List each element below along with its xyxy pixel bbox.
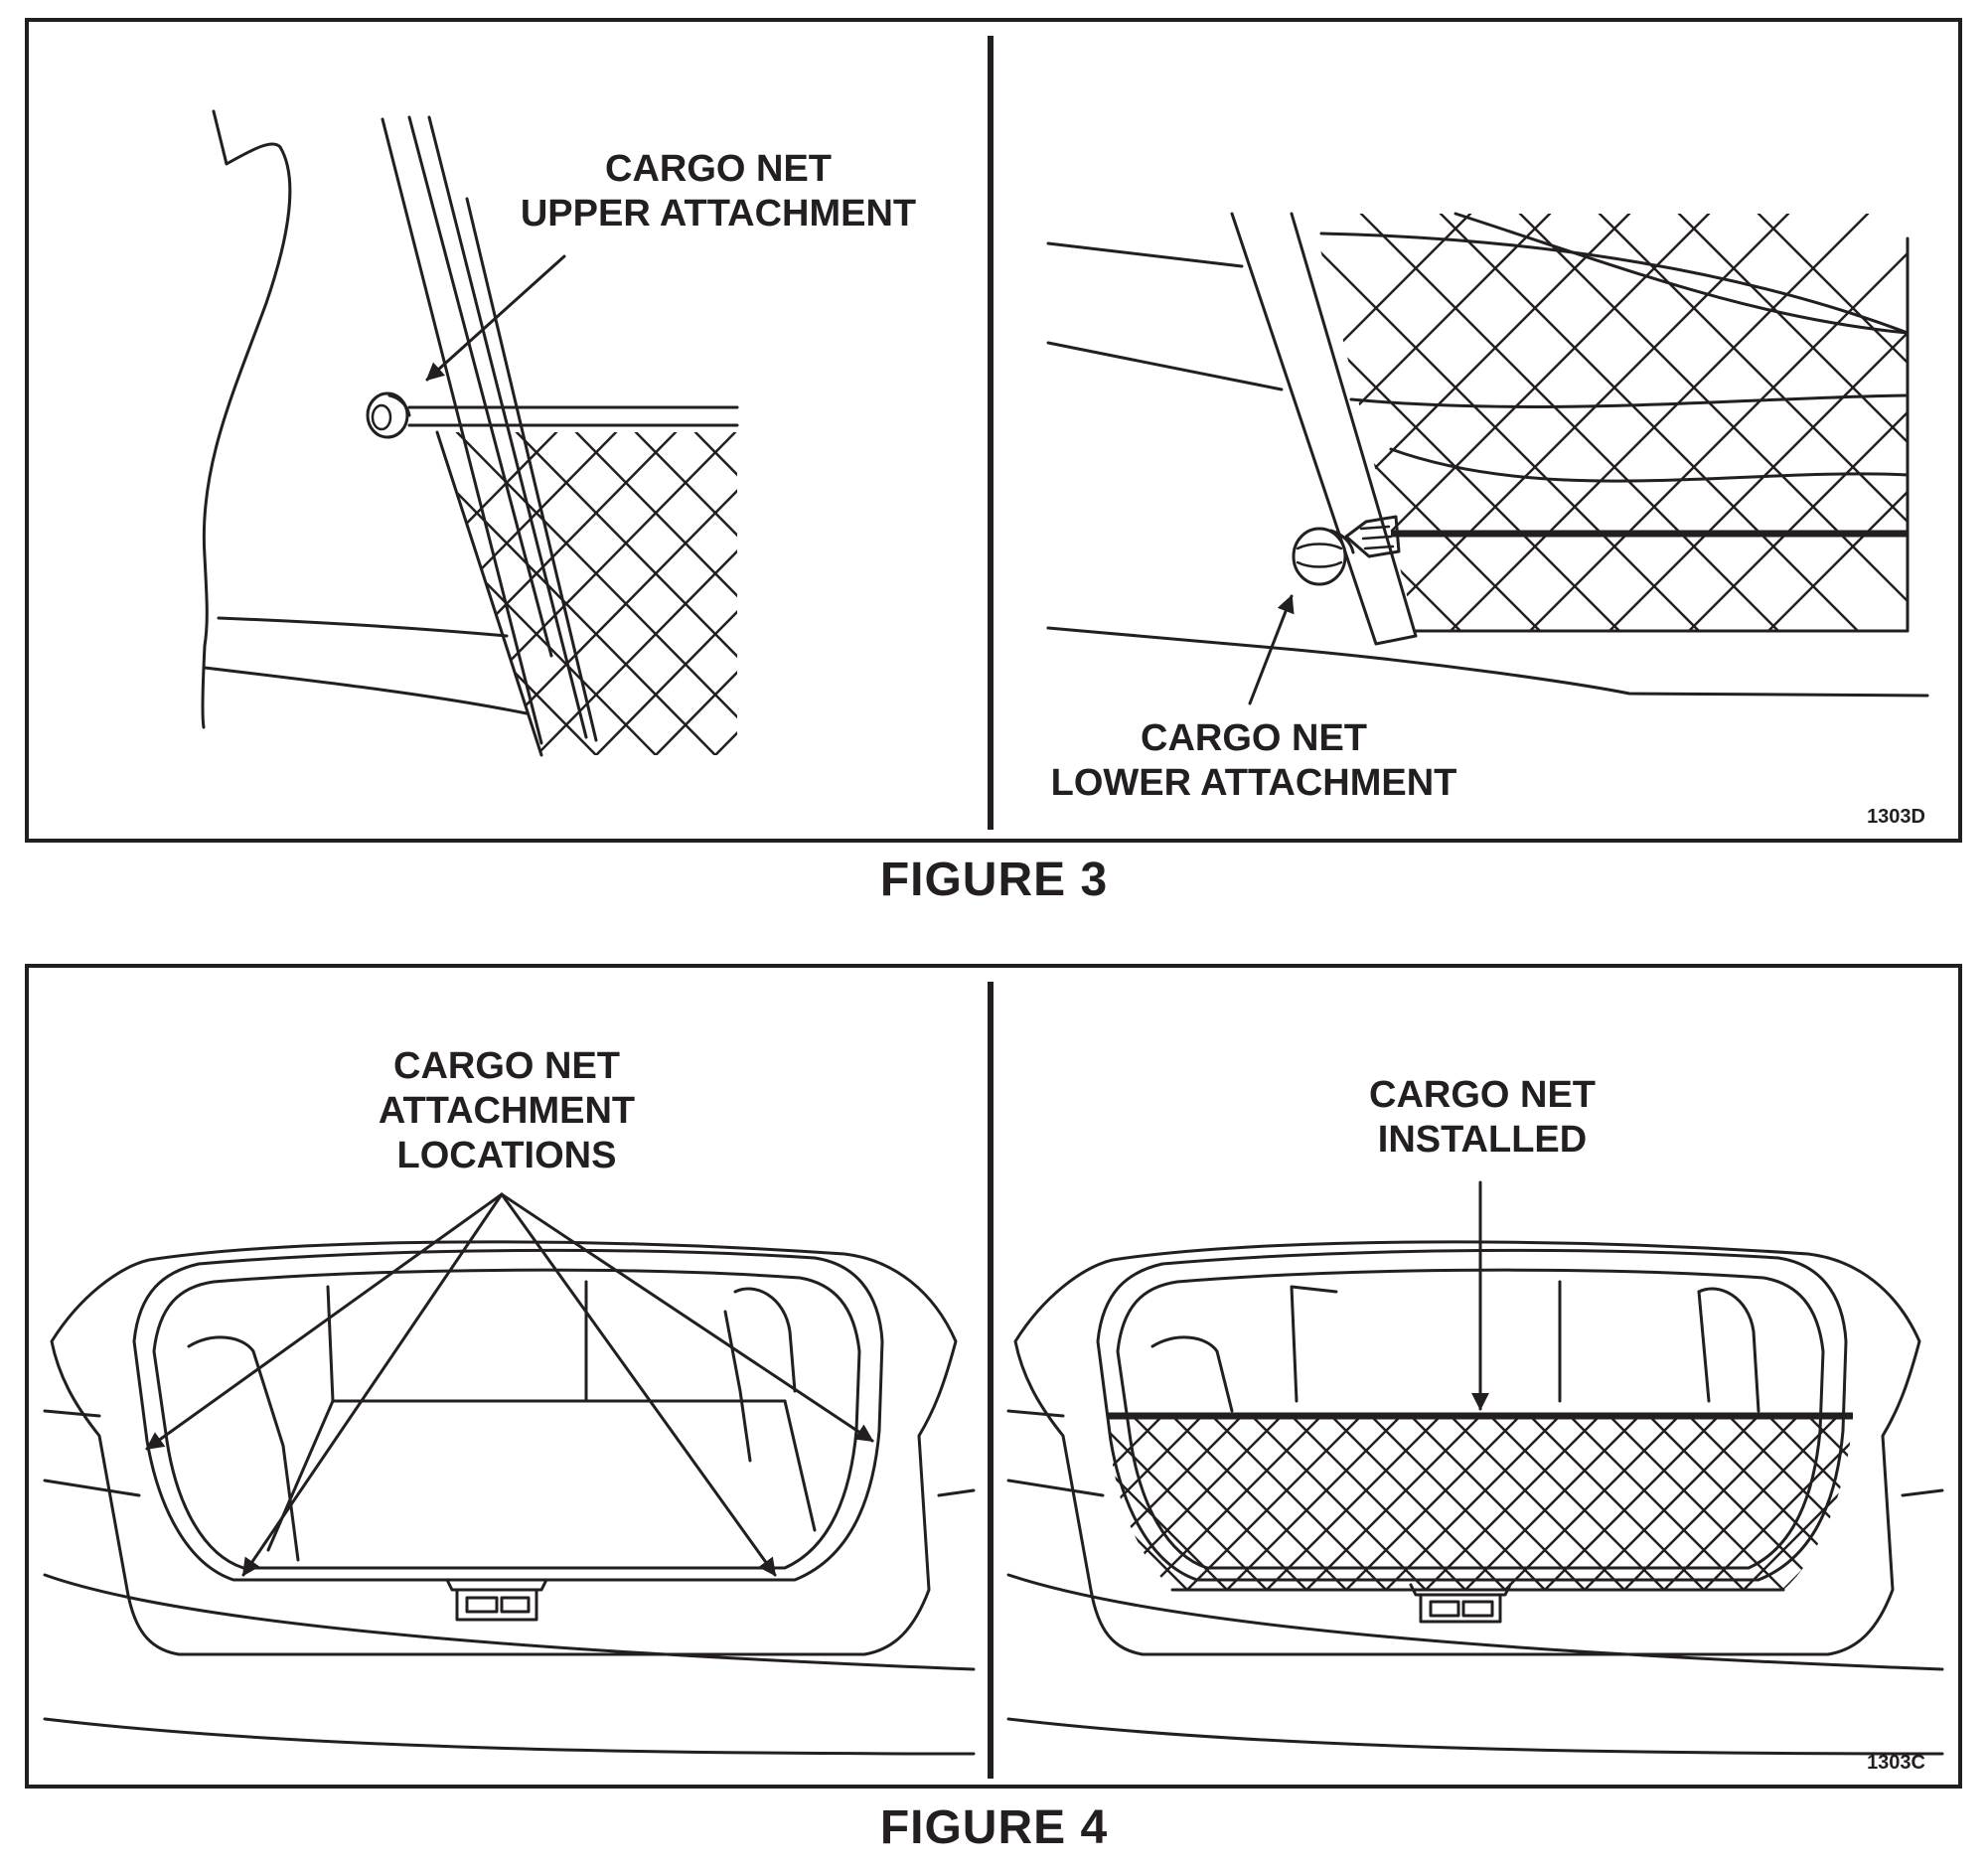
cargo-net-mesh-icon (1108, 1416, 1853, 1590)
fig3-left-label-line2: UPPER ATTACHMENT (521, 193, 916, 234)
figure-4-left-drawing (43, 1192, 976, 1756)
arrow-icon (1248, 594, 1295, 705)
arrow-icon (145, 1192, 504, 1451)
arrow-icon (500, 1192, 777, 1577)
figure-4-caption: FIGURE 4 (879, 1801, 1109, 1854)
fig4-left-label-line3: LOCATIONS (397, 1135, 617, 1176)
figure-4-right-drawing (1006, 1180, 1944, 1756)
cargo-net-mesh-icon (1311, 214, 1908, 631)
fig3-drawing-code: 1303D (1867, 806, 1925, 828)
figure-3-right-drawing (1046, 212, 1929, 705)
fig4-left-label-line1: CARGO NET (393, 1045, 620, 1087)
figure-3-left-drawing (201, 109, 739, 757)
figure-3-caption: FIGURE 3 (879, 854, 1109, 906)
fig4-right-label-line1: CARGO NET (1369, 1074, 1596, 1116)
fig4-left-label-line2: ATTACHMENT (379, 1090, 635, 1132)
arrow-icon (500, 1192, 874, 1443)
arrow-icon (425, 254, 566, 382)
cargo-net-mesh-icon (437, 432, 737, 755)
fig4-drawing-code: 1303C (1867, 1752, 1925, 1774)
fig3-right-label-line1: CARGO NET (1141, 717, 1367, 759)
trunk-opening-icon (132, 1248, 884, 1582)
fig3-right-label-line2: LOWER ATTACHMENT (1051, 762, 1457, 804)
fig3-left-label-line1: CARGO NET (605, 148, 832, 190)
attachment-button-icon (1292, 527, 1355, 586)
attachment-button-icon (366, 391, 411, 439)
fig4-right-label-line2: INSTALLED (1378, 1119, 1587, 1161)
arrow-icon (241, 1192, 504, 1577)
